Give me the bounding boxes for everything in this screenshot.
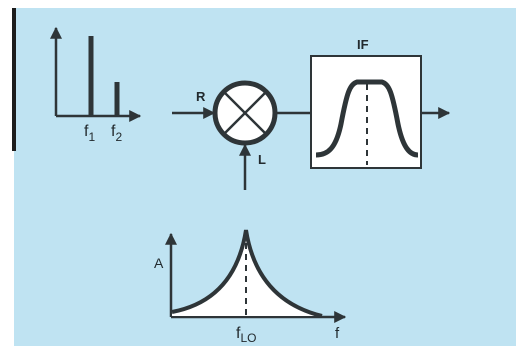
flo-label: fLO — [236, 325, 256, 345]
lo-curve-fill — [172, 230, 322, 316]
amplitude-axis-label: A — [154, 255, 164, 271]
r-input-label: R — [196, 89, 206, 104]
lo-spectrum: A fLO f — [154, 229, 347, 345]
f2-label: f2 — [111, 123, 122, 144]
mixer-cross-line-b — [223, 91, 267, 135]
l-input-label: L — [258, 152, 266, 167]
if-filter-block: IF — [310, 37, 422, 169]
f1-label: f1 — [84, 123, 95, 144]
if-label: IF — [357, 37, 369, 52]
mixer-symbol — [212, 80, 278, 146]
if-passband-curve — [315, 79, 419, 158]
freq-axis-label: f — [335, 325, 340, 342]
lo-phase-noise-curve — [171, 229, 323, 318]
left-edge-bar — [12, 8, 16, 151]
input-spectrum: f1 f2 — [50, 26, 142, 144]
